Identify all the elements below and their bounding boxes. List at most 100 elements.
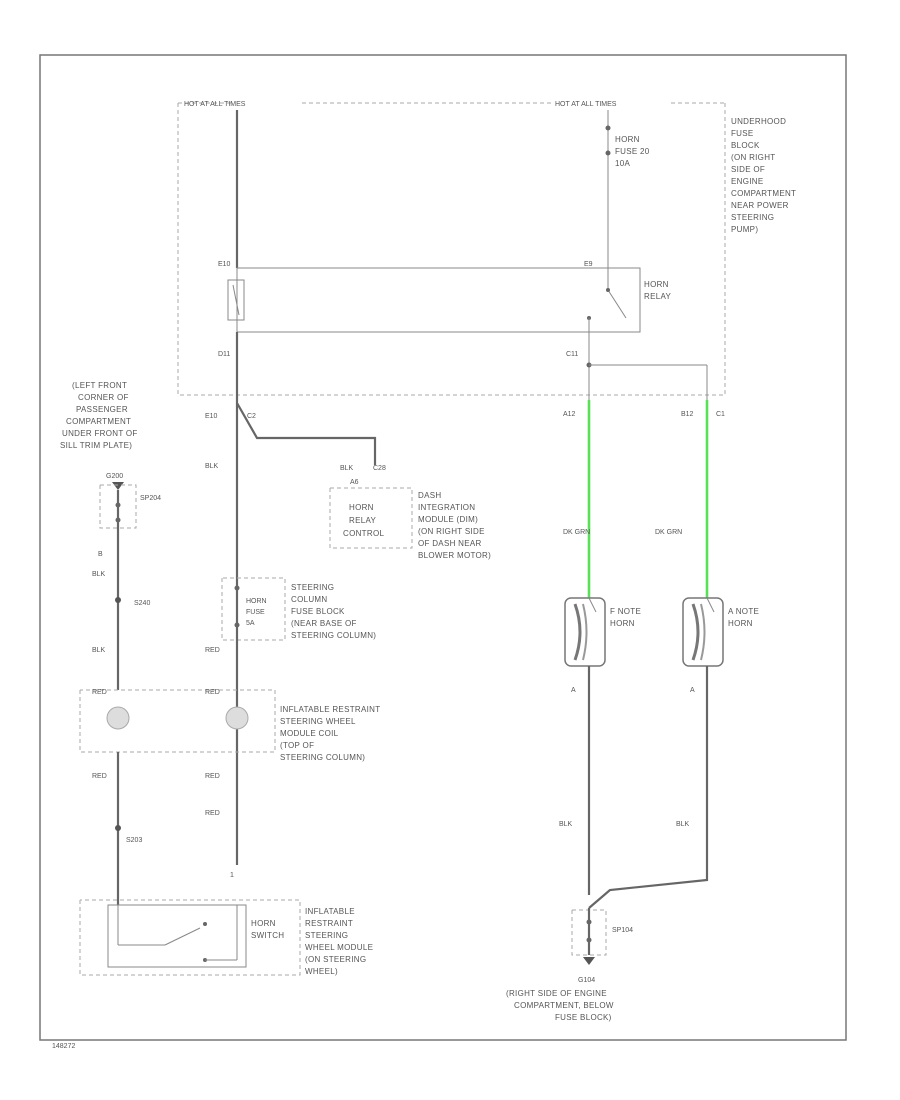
svg-text:(NEAR BASE OF: (NEAR BASE OF bbox=[291, 619, 357, 628]
svg-text:BLOWER MOTOR): BLOWER MOTOR) bbox=[418, 551, 491, 560]
pin-b12: B12 bbox=[681, 411, 694, 418]
steering-column-fuse-label: STEERING COLUMN FUSE BLOCK (NEAR BASE OF… bbox=[291, 583, 376, 640]
svg-text:INFLATABLE RESTRAINT: INFLATABLE RESTRAINT bbox=[280, 705, 380, 714]
horn-relay-control-wire bbox=[235, 395, 377, 465]
ground-icon bbox=[112, 482, 124, 490]
svg-text:STEERING COLUMN): STEERING COLUMN) bbox=[291, 631, 376, 640]
svg-text:INFLATABLE: INFLATABLE bbox=[305, 907, 355, 916]
s203-splice bbox=[115, 825, 121, 831]
svg-text:HORN: HORN bbox=[251, 919, 276, 928]
svg-text:5A: 5A bbox=[246, 620, 255, 627]
f-note-horn-label: F NOTE HORN bbox=[610, 607, 641, 628]
svg-text:UNDERHOOD: UNDERHOOD bbox=[731, 117, 786, 126]
g200-location-label: (LEFT FRONT CORNER OF PASSENGER COMPARTM… bbox=[60, 381, 138, 450]
svg-text:SIDE OF: SIDE OF bbox=[731, 165, 765, 174]
pin-e10-lower: E10 bbox=[205, 413, 218, 420]
connector-c2: C2 bbox=[247, 413, 256, 420]
diagram-code: 148272 bbox=[52, 1043, 75, 1050]
steering-wheel-coil-label: INFLATABLE RESTRAINT STEERING WHEEL MODU… bbox=[280, 705, 380, 762]
dk-grn-label-2: DK GRN bbox=[655, 529, 682, 536]
g104-location-label: (RIGHT SIDE OF ENGINE COMPARTMENT, BELOW… bbox=[506, 989, 614, 1022]
svg-text:FUSE 20: FUSE 20 bbox=[615, 147, 650, 156]
dk-grn-label-1: DK GRN bbox=[563, 529, 590, 536]
pin-b-label: B bbox=[98, 551, 103, 558]
svg-text:COMPARTMENT: COMPARTMENT bbox=[731, 189, 796, 198]
hot-at-all-times-right: HOT AT ALL TIMES bbox=[555, 101, 617, 108]
svg-text:STEERING: STEERING bbox=[305, 931, 348, 940]
red-label-5: RED bbox=[205, 773, 220, 780]
svg-text:COMPARTMENT, BELOW: COMPARTMENT, BELOW bbox=[514, 1001, 614, 1010]
a-horn-ground-wire bbox=[588, 666, 709, 909]
sp204-box bbox=[99, 484, 137, 529]
svg-text:FUSE BLOCK): FUSE BLOCK) bbox=[555, 1013, 612, 1022]
pin-a12: A12 bbox=[563, 411, 576, 418]
diagram-frame bbox=[39, 54, 847, 1041]
inflatable-restraint-module-box bbox=[79, 899, 301, 976]
horn-relay-label: HORN RELAY bbox=[644, 280, 672, 301]
svg-text:CONTROL: CONTROL bbox=[343, 529, 384, 538]
s240-label: S240 bbox=[134, 600, 150, 607]
svg-text:SILL TRIM PLATE): SILL TRIM PLATE) bbox=[60, 441, 132, 450]
svg-text:WHEEL): WHEEL) bbox=[305, 967, 338, 976]
svg-text:INTEGRATION: INTEGRATION bbox=[418, 503, 475, 512]
red-label-4: RED bbox=[92, 773, 107, 780]
svg-text:STEERING WHEEL: STEERING WHEEL bbox=[280, 717, 356, 726]
svg-text:NEAR POWER: NEAR POWER bbox=[731, 201, 789, 210]
dash-wire-color: BLK bbox=[340, 465, 354, 472]
svg-text:UNDER FRONT OF: UNDER FRONT OF bbox=[62, 429, 138, 438]
svg-text:FUSE: FUSE bbox=[246, 609, 265, 616]
a-horn-pin-a: A bbox=[690, 687, 695, 694]
horn-relay-box bbox=[236, 267, 641, 333]
connector-c1: C1 bbox=[716, 411, 725, 418]
svg-text:PUMP): PUMP) bbox=[731, 225, 758, 234]
fuse-terminal-bottom bbox=[605, 150, 611, 156]
svg-text:HORN: HORN bbox=[246, 598, 267, 605]
red-label-6: RED bbox=[205, 810, 220, 817]
sp104-label: SP104 bbox=[612, 927, 633, 934]
svg-text:PASSENGER: PASSENGER bbox=[76, 405, 128, 414]
blk-label-right-1: BLK bbox=[559, 821, 573, 828]
svg-text:CORNER OF: CORNER OF bbox=[78, 393, 129, 402]
f-horn-pin-a: A bbox=[571, 687, 576, 694]
g200-label: G200 bbox=[106, 473, 123, 480]
blk-label-right-2: BLK bbox=[676, 821, 690, 828]
svg-text:STEERING: STEERING bbox=[731, 213, 774, 222]
svg-text:RELAY: RELAY bbox=[349, 516, 377, 525]
pin-1-label: 1 bbox=[230, 872, 234, 879]
svg-text:OF DASH NEAR: OF DASH NEAR bbox=[418, 539, 482, 548]
s240-splice bbox=[115, 597, 121, 603]
hot-at-all-times-left: HOT AT ALL TIMES bbox=[184, 101, 246, 108]
ground-icon-g104 bbox=[583, 957, 595, 965]
g104-label: G104 bbox=[578, 977, 595, 984]
svg-text:(LEFT FRONT: (LEFT FRONT bbox=[72, 381, 127, 390]
f-note-horn bbox=[564, 597, 606, 667]
pin-c11: C11 bbox=[566, 351, 578, 358]
pin-e10: E10 bbox=[218, 261, 231, 268]
svg-text:(ON STEERING: (ON STEERING bbox=[305, 955, 366, 964]
pin-e9: E9 bbox=[584, 261, 593, 268]
svg-text:HORN: HORN bbox=[349, 503, 374, 512]
svg-text:HORN: HORN bbox=[615, 135, 640, 144]
svg-text:(TOP OF: (TOP OF bbox=[280, 741, 314, 750]
svg-text:COMPARTMENT: COMPARTMENT bbox=[66, 417, 131, 426]
svg-text:MODULE (DIM): MODULE (DIM) bbox=[418, 515, 478, 524]
fuse-terminal-top bbox=[605, 125, 611, 131]
svg-text:RELAY: RELAY bbox=[644, 292, 672, 301]
svg-text:COLUMN: COLUMN bbox=[291, 595, 327, 604]
svg-text:DASH: DASH bbox=[418, 491, 441, 500]
a-note-horn bbox=[682, 597, 724, 667]
sp104-box bbox=[571, 909, 607, 956]
horn-switch-label: HORN SWITCH bbox=[251, 919, 284, 940]
svg-text:A NOTE: A NOTE bbox=[728, 607, 759, 616]
svg-text:(RIGHT SIDE OF ENGINE: (RIGHT SIDE OF ENGINE bbox=[506, 989, 607, 998]
relay-coil bbox=[227, 279, 245, 321]
svg-text:FUSE: FUSE bbox=[731, 129, 754, 138]
svg-text:STEERING: STEERING bbox=[291, 583, 334, 592]
horn-relay-control-label: HORN RELAY CONTROL bbox=[343, 503, 384, 538]
s203-label: S203 bbox=[126, 837, 142, 844]
blk-wire-2: BLK bbox=[92, 647, 106, 654]
dash-connector: C28 bbox=[373, 465, 386, 472]
red-label-3: RED bbox=[205, 689, 220, 696]
